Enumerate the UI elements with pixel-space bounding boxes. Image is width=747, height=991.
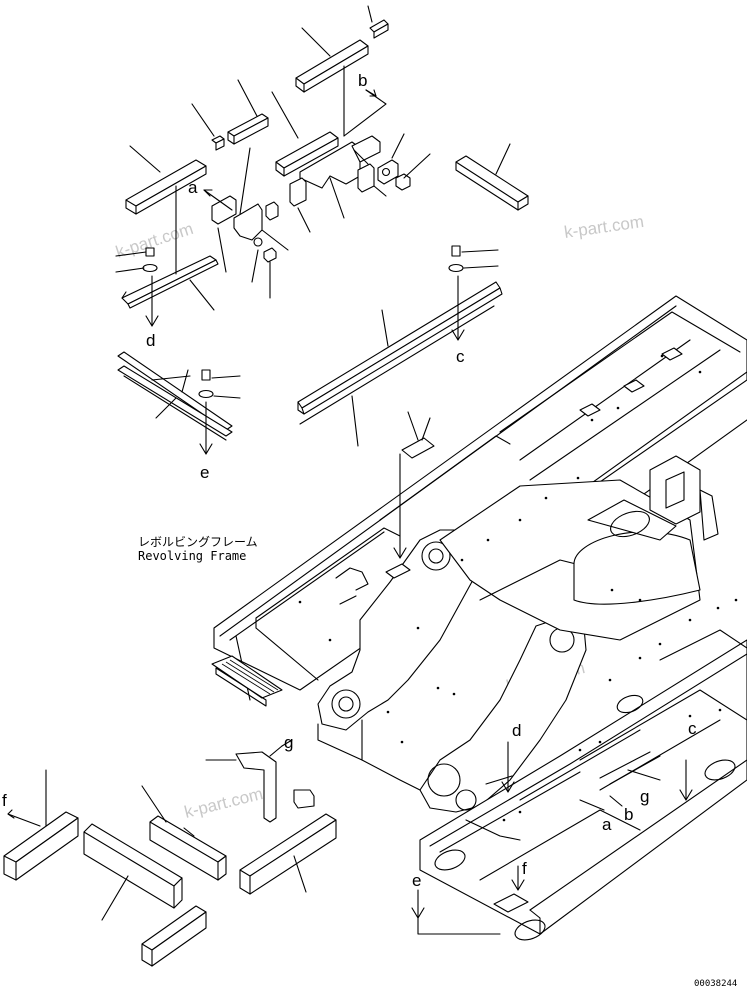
- lower-left-blocks: [3, 745, 337, 967]
- callout-a-lower: a: [602, 815, 612, 834]
- callout-leaders: [7, 89, 693, 935]
- frame-left-deck: [213, 295, 747, 691]
- callout-g-left: g: [284, 733, 293, 752]
- right-upper-bracket: [649, 455, 701, 525]
- revolving-frame: [211, 295, 747, 941]
- watermark-4: k-part.com: [182, 784, 265, 822]
- callout-b-lower: b: [624, 805, 633, 824]
- callout-c-upper: c: [456, 347, 465, 366]
- small-pad: [401, 437, 435, 459]
- frame-lower-right-deck: [419, 639, 747, 935]
- callout-e-upper: e: [200, 463, 209, 482]
- frame-label-jp: レボルビングフレーム: [138, 535, 258, 549]
- upper-left-parts-group: [115, 5, 431, 327]
- drawing-code: 00038244: [694, 979, 737, 989]
- callout-d-upper: d: [146, 331, 155, 350]
- callout-g-lower: g: [640, 787, 649, 806]
- callout-d-lower: d: [512, 721, 521, 740]
- callout-c-lower: c: [688, 719, 697, 738]
- frame-label-en: Revolving Frame: [138, 549, 246, 563]
- callout-b-upper: b: [358, 71, 367, 90]
- small-bracket-a: [233, 203, 263, 241]
- callout-f-left: f: [2, 791, 7, 810]
- boom-foot-right: [419, 617, 587, 813]
- strip-e: [117, 351, 241, 455]
- right-loose-bar: [455, 143, 529, 211]
- mounting-bracket: [299, 141, 361, 189]
- callout-e-lower: e: [412, 871, 421, 890]
- callout-f-lower: f: [522, 859, 527, 878]
- long-strip-c: [297, 245, 503, 447]
- loose-bracket-g: [235, 751, 277, 823]
- watermark-2: k-part.com: [563, 212, 645, 242]
- swing-cylinder: [573, 531, 701, 605]
- callout-a-upper: a: [188, 178, 198, 197]
